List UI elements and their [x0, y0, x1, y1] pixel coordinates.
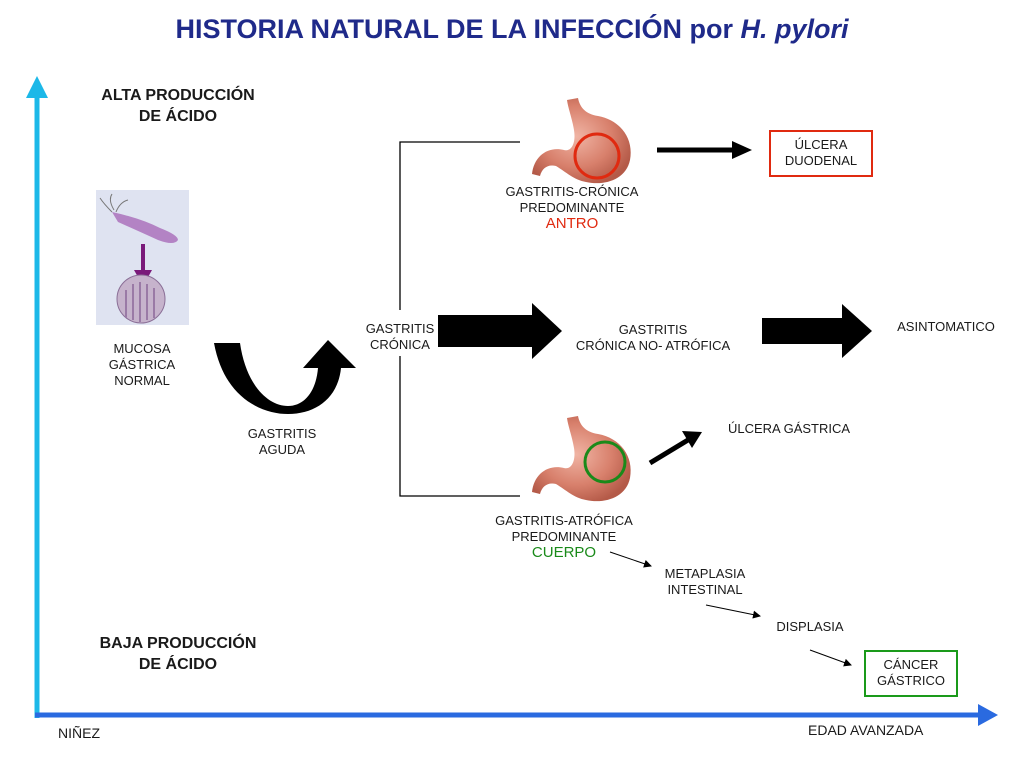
arrow-cuerpo-metaplasia — [609, 551, 652, 568]
stomach-icon — [532, 98, 631, 184]
node-displasia: DISPLASIA — [776, 619, 844, 634]
page-title: HISTORIA NATURAL DE LA INFECCIÓN por H. … — [0, 14, 1024, 45]
node-asintomatico: ASINTOMATICO — [897, 319, 995, 334]
vertical-axis — [26, 76, 48, 718]
branch-bracket — [399, 141, 520, 497]
node-ulcera-gastrica: ÚLCERA GÁSTRICA — [727, 421, 851, 436]
title-main: HISTORIA NATURAL DE LA INFECCIÓN por — [175, 14, 741, 44]
horizontal-axis — [35, 704, 998, 726]
arrow-to-ulcera-gastrica — [648, 437, 690, 466]
arrow-displasia-cancer — [809, 649, 852, 667]
block-arrow-1 — [438, 303, 562, 359]
x-axis-start-label: NIÑEZ — [58, 725, 100, 741]
x-axis-end-label: EDAD AVANZADA — [808, 722, 924, 738]
h-pylori-bacterium-icon — [96, 190, 189, 325]
curved-arrow-aguda — [214, 340, 356, 414]
stomach-icon — [532, 416, 631, 502]
arrow-metaplasia-displasia — [705, 604, 761, 619]
title-italic: H. pylori — [740, 14, 849, 44]
block-arrow-2 — [762, 304, 872, 358]
